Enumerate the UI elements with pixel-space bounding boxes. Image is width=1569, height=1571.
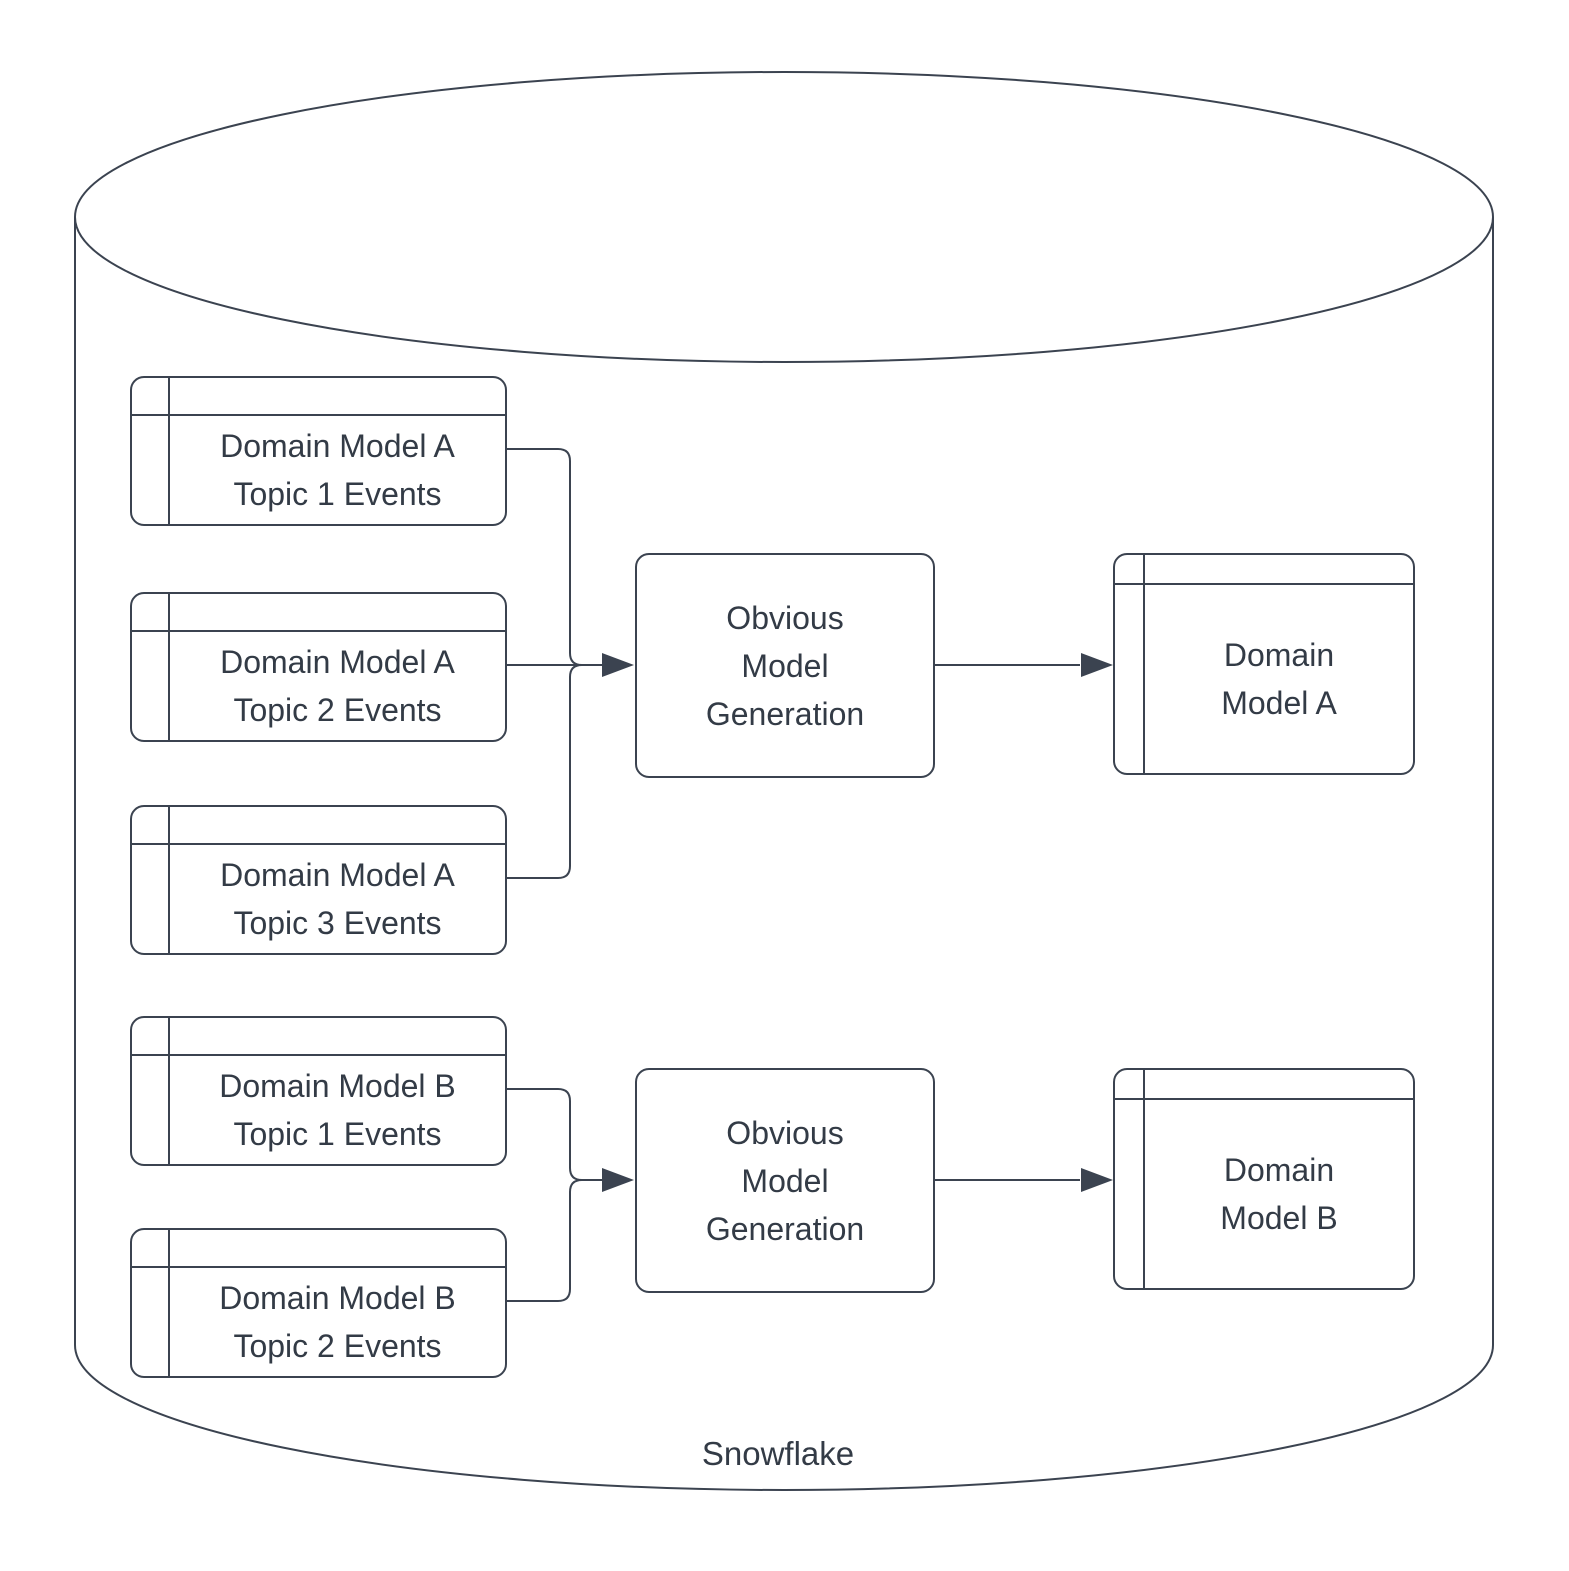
table-left-column-divider [168,1018,170,1164]
table-label-line1: Domain Model B [219,1280,456,1316]
table-header-row [132,594,505,632]
cylinder-body [74,217,1494,1491]
table-header-row [1115,1070,1413,1100]
table-label: Domain Model A Topic 3 Events [170,845,505,953]
table-header-row [132,1230,505,1268]
process-label-line3: Generation [705,1210,865,1247]
arrowhead-into-output-a [1081,653,1113,677]
process-label-line1: Obvious [726,599,844,636]
table-left-column-divider [1143,555,1145,773]
table-label-line2: Topic 1 Events [233,1116,442,1152]
table-label-line2: Model B [1220,1200,1338,1236]
table-header-row [132,807,505,845]
table-label-line1: Domain Model A [220,644,455,680]
cylinder-label-snowflake: Snowflake [701,1435,855,1472]
table-domain-b-topic-2: Domain Model B Topic 2 Events [130,1228,507,1378]
table-label-line2: Topic 1 Events [233,476,442,512]
process-label-line3: Generation [705,695,865,732]
table-left-column-divider [1143,1070,1145,1288]
table-left-column-divider [168,807,170,953]
table-label-line1: Domain [1223,637,1335,673]
table-label: Domain Model B [1145,1100,1413,1288]
table-label: Domain Model A Topic 1 Events [170,416,505,524]
table-domain-a-topic-2: Domain Model A Topic 2 Events [130,592,507,742]
table-label: Domain Model B Topic 1 Events [170,1056,505,1164]
process-label-line1: Obvious [726,1114,844,1151]
connector-table-a1-to-merge [507,448,583,666]
table-label-line1: Domain Model A [220,428,455,464]
arrowhead-into-output-b [1081,1168,1113,1192]
table-label-line1: Domain Model B [219,1068,456,1104]
table-label: Domain Model A Topic 2 Events [170,632,505,740]
process-label-line2: Model [741,647,829,684]
cylinder-top-ellipse [74,71,1494,363]
table-left-column-divider [168,378,170,524]
table-label: Domain Model A [1145,585,1413,773]
table-header-row [1115,555,1413,585]
connector-table-b1-to-merge [507,1088,583,1181]
arrowhead-into-process-b [602,1168,634,1192]
output-table-domain-model-a: Domain Model A [1113,553,1415,775]
table-left-column-divider [168,594,170,740]
connector-table-b2-to-merge [507,1179,583,1302]
arrowhead-into-process-a [602,653,634,677]
output-table-domain-model-b: Domain Model B [1113,1068,1415,1290]
table-domain-a-topic-3: Domain Model A Topic 3 Events [130,805,507,955]
table-label-line2: Topic 2 Events [233,1328,442,1364]
process-obvious-model-generation-b: Obvious Model Generation [635,1068,935,1293]
process-label-line2: Model [741,1162,829,1199]
table-label-line1: Domain [1223,1152,1335,1188]
table-domain-a-topic-1: Domain Model A Topic 1 Events [130,376,507,526]
table-header-row [132,378,505,416]
table-header-row [132,1018,505,1056]
table-left-column-divider [168,1230,170,1376]
table-label-line2: Topic 2 Events [233,692,442,728]
connector-table-a3-to-merge [507,664,583,879]
table-label-line1: Domain Model A [220,857,455,893]
table-label: Domain Model B Topic 2 Events [170,1268,505,1376]
process-obvious-model-generation-a: Obvious Model Generation [635,553,935,778]
table-domain-b-topic-1: Domain Model B Topic 1 Events [130,1016,507,1166]
table-label-line2: Model A [1221,685,1337,721]
table-label-line2: Topic 3 Events [233,905,442,941]
